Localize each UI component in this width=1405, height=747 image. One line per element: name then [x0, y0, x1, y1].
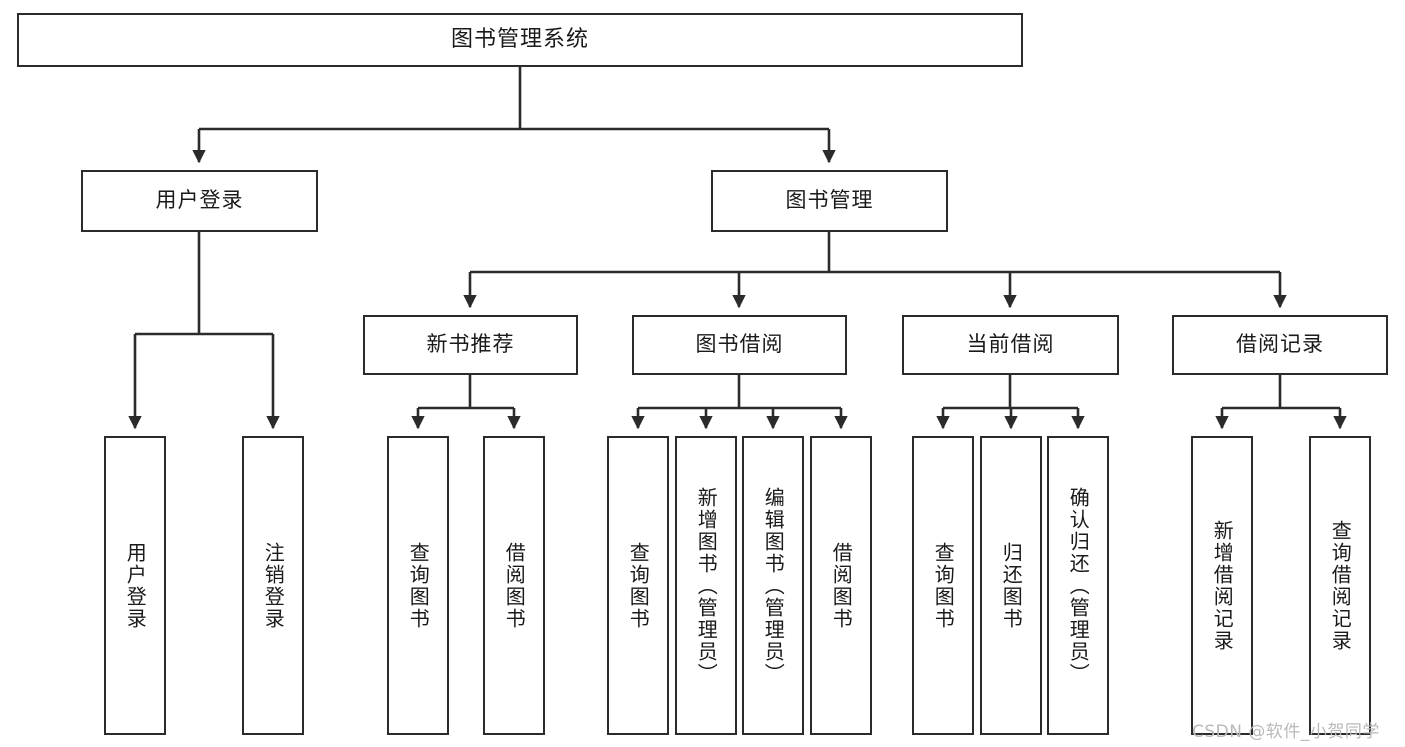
- node-new-book-recommend-label: 新书推荐: [426, 332, 515, 357]
- node-user-login-label: 用户登录: [155, 188, 244, 213]
- leaf-user-login[interactable]: 用户登录: [104, 436, 166, 735]
- leaf-return-book-label: 归还图书: [999, 541, 1024, 630]
- node-new-book-recommend[interactable]: 新书推荐: [363, 315, 578, 375]
- leaf-logout-label: 注销登录: [261, 541, 286, 630]
- leaf-edit-book-label: 编辑图书（管理员）: [761, 486, 786, 685]
- leaf-query-book-1[interactable]: 查询图书: [387, 436, 449, 735]
- leaf-add-book[interactable]: 新增图书（管理员）: [675, 436, 737, 735]
- node-borrow-record[interactable]: 借阅记录: [1172, 315, 1388, 375]
- leaf-borrow-book-1[interactable]: 借阅图书: [483, 436, 545, 735]
- csdn-watermark: CSDN @软件_小贺同学: [1192, 722, 1380, 742]
- leaf-user-login-label: 用户登录: [123, 541, 148, 630]
- leaf-query-book-3[interactable]: 查询图书: [912, 436, 974, 735]
- leaf-confirm-return-label: 确认归还（管理员）: [1066, 486, 1091, 685]
- node-current-borrow[interactable]: 当前借阅: [902, 315, 1119, 375]
- leaf-edit-book[interactable]: 编辑图书（管理员）: [742, 436, 804, 735]
- leaf-confirm-return[interactable]: 确认归还（管理员）: [1047, 436, 1109, 735]
- leaf-query-record-label: 查询借阅记录: [1328, 519, 1353, 652]
- leaf-query-book-2[interactable]: 查询图书: [607, 436, 669, 735]
- node-book-borrow[interactable]: 图书借阅: [632, 315, 847, 375]
- node-borrow-record-label: 借阅记录: [1236, 332, 1324, 357]
- node-book-management-label: 图书管理: [785, 188, 874, 213]
- leaf-add-record-label: 新增借阅记录: [1210, 519, 1235, 652]
- leaf-add-record[interactable]: 新增借阅记录: [1191, 436, 1253, 735]
- leaf-borrow-book-1-label: 借阅图书: [502, 541, 527, 630]
- leaf-query-book-3-label: 查询图书: [931, 541, 956, 630]
- node-user-login[interactable]: 用户登录: [81, 170, 318, 232]
- leaf-query-record[interactable]: 查询借阅记录: [1309, 436, 1371, 735]
- leaf-query-book-2-label: 查询图书: [626, 541, 651, 630]
- leaf-logout[interactable]: 注销登录: [242, 436, 304, 735]
- leaf-add-book-label: 新增图书（管理员）: [694, 486, 719, 685]
- leaf-query-book-1-label: 查询图书: [406, 541, 431, 630]
- leaf-return-book[interactable]: 归还图书: [980, 436, 1042, 735]
- leaf-borrow-book-2-label: 借阅图书: [829, 541, 854, 630]
- node-current-borrow-label: 当前借阅: [966, 332, 1055, 357]
- node-root-label: 图书管理系统: [450, 26, 589, 52]
- node-root[interactable]: 图书管理系统: [17, 13, 1023, 67]
- node-book-borrow-label: 图书借阅: [695, 332, 784, 357]
- node-book-management[interactable]: 图书管理: [711, 170, 948, 232]
- leaf-borrow-book-2[interactable]: 借阅图书: [810, 436, 872, 735]
